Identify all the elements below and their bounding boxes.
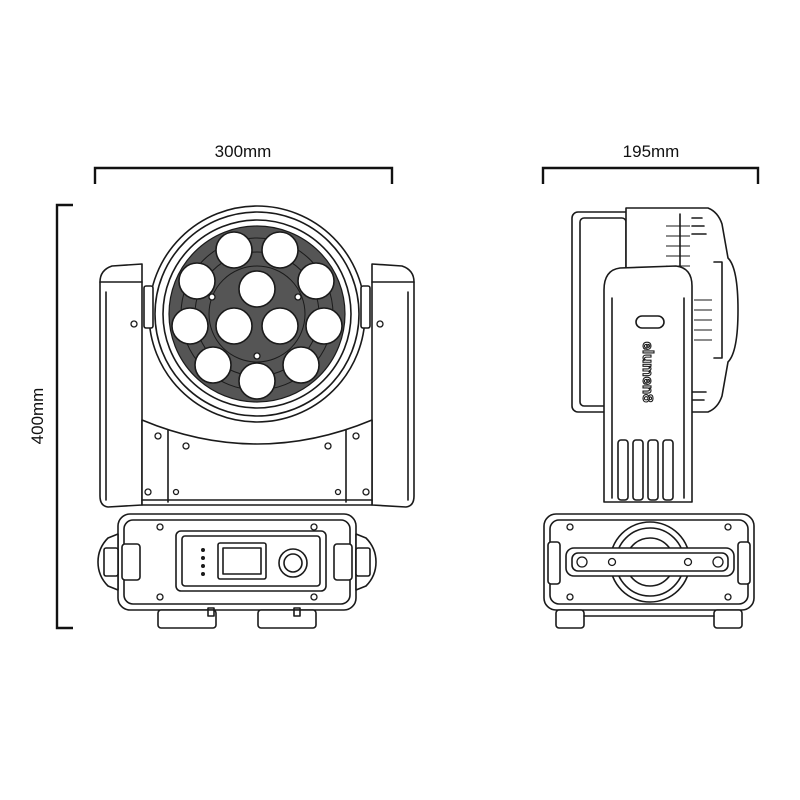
rotary-encoder-knob <box>278 548 308 578</box>
led-lens-group <box>171 231 343 400</box>
dimension-height: 400mm <box>28 203 73 630</box>
base-foot <box>713 609 743 629</box>
led-lens <box>305 307 343 345</box>
head-vent-slats <box>666 225 712 341</box>
led-lens <box>194 346 232 384</box>
led-lens <box>297 262 335 300</box>
yoke-left-arm <box>99 263 143 508</box>
dimension-label-300mm: 300mm <box>215 142 272 161</box>
yoke-center-plate <box>130 320 384 506</box>
led-lens <box>178 262 216 300</box>
led-lens <box>261 231 299 269</box>
status-led <box>201 564 205 568</box>
led-lens <box>215 307 253 345</box>
yoke-right-arm <box>371 263 415 508</box>
yoke-arm-side: elumen8 <box>603 265 693 503</box>
base-foot <box>157 609 217 629</box>
base-handle-bar <box>565 547 735 577</box>
base-unit-front <box>97 513 377 629</box>
led-lens <box>261 307 299 345</box>
led-lens <box>238 270 276 308</box>
control-panel <box>175 530 327 592</box>
dimension-width-side: 195mm <box>541 142 760 184</box>
yoke-slot <box>635 315 665 329</box>
base-unit-side <box>543 513 755 629</box>
front-view <box>97 205 415 629</box>
side-view: elumen8 <box>543 207 755 629</box>
base-foot <box>555 609 585 629</box>
dimension-label-195mm: 195mm <box>623 142 680 161</box>
led-lens <box>171 307 209 345</box>
led-lens <box>215 231 253 269</box>
status-led <box>201 572 205 576</box>
lcd-display <box>217 542 267 580</box>
yoke-ribs <box>617 439 674 501</box>
status-led <box>201 556 205 560</box>
dimension-width-front: 300mm <box>93 142 394 184</box>
led-lens <box>238 362 276 400</box>
base-handle-left <box>97 533 141 591</box>
base-handle-right <box>333 533 377 591</box>
base-foot <box>257 609 317 629</box>
dimension-label-400mm: 400mm <box>28 388 47 445</box>
moving-head-lens-array <box>143 205 371 423</box>
brand-logo-elumen8: elumen8 <box>639 342 656 403</box>
status-led <box>201 548 205 552</box>
led-lens <box>282 346 320 384</box>
